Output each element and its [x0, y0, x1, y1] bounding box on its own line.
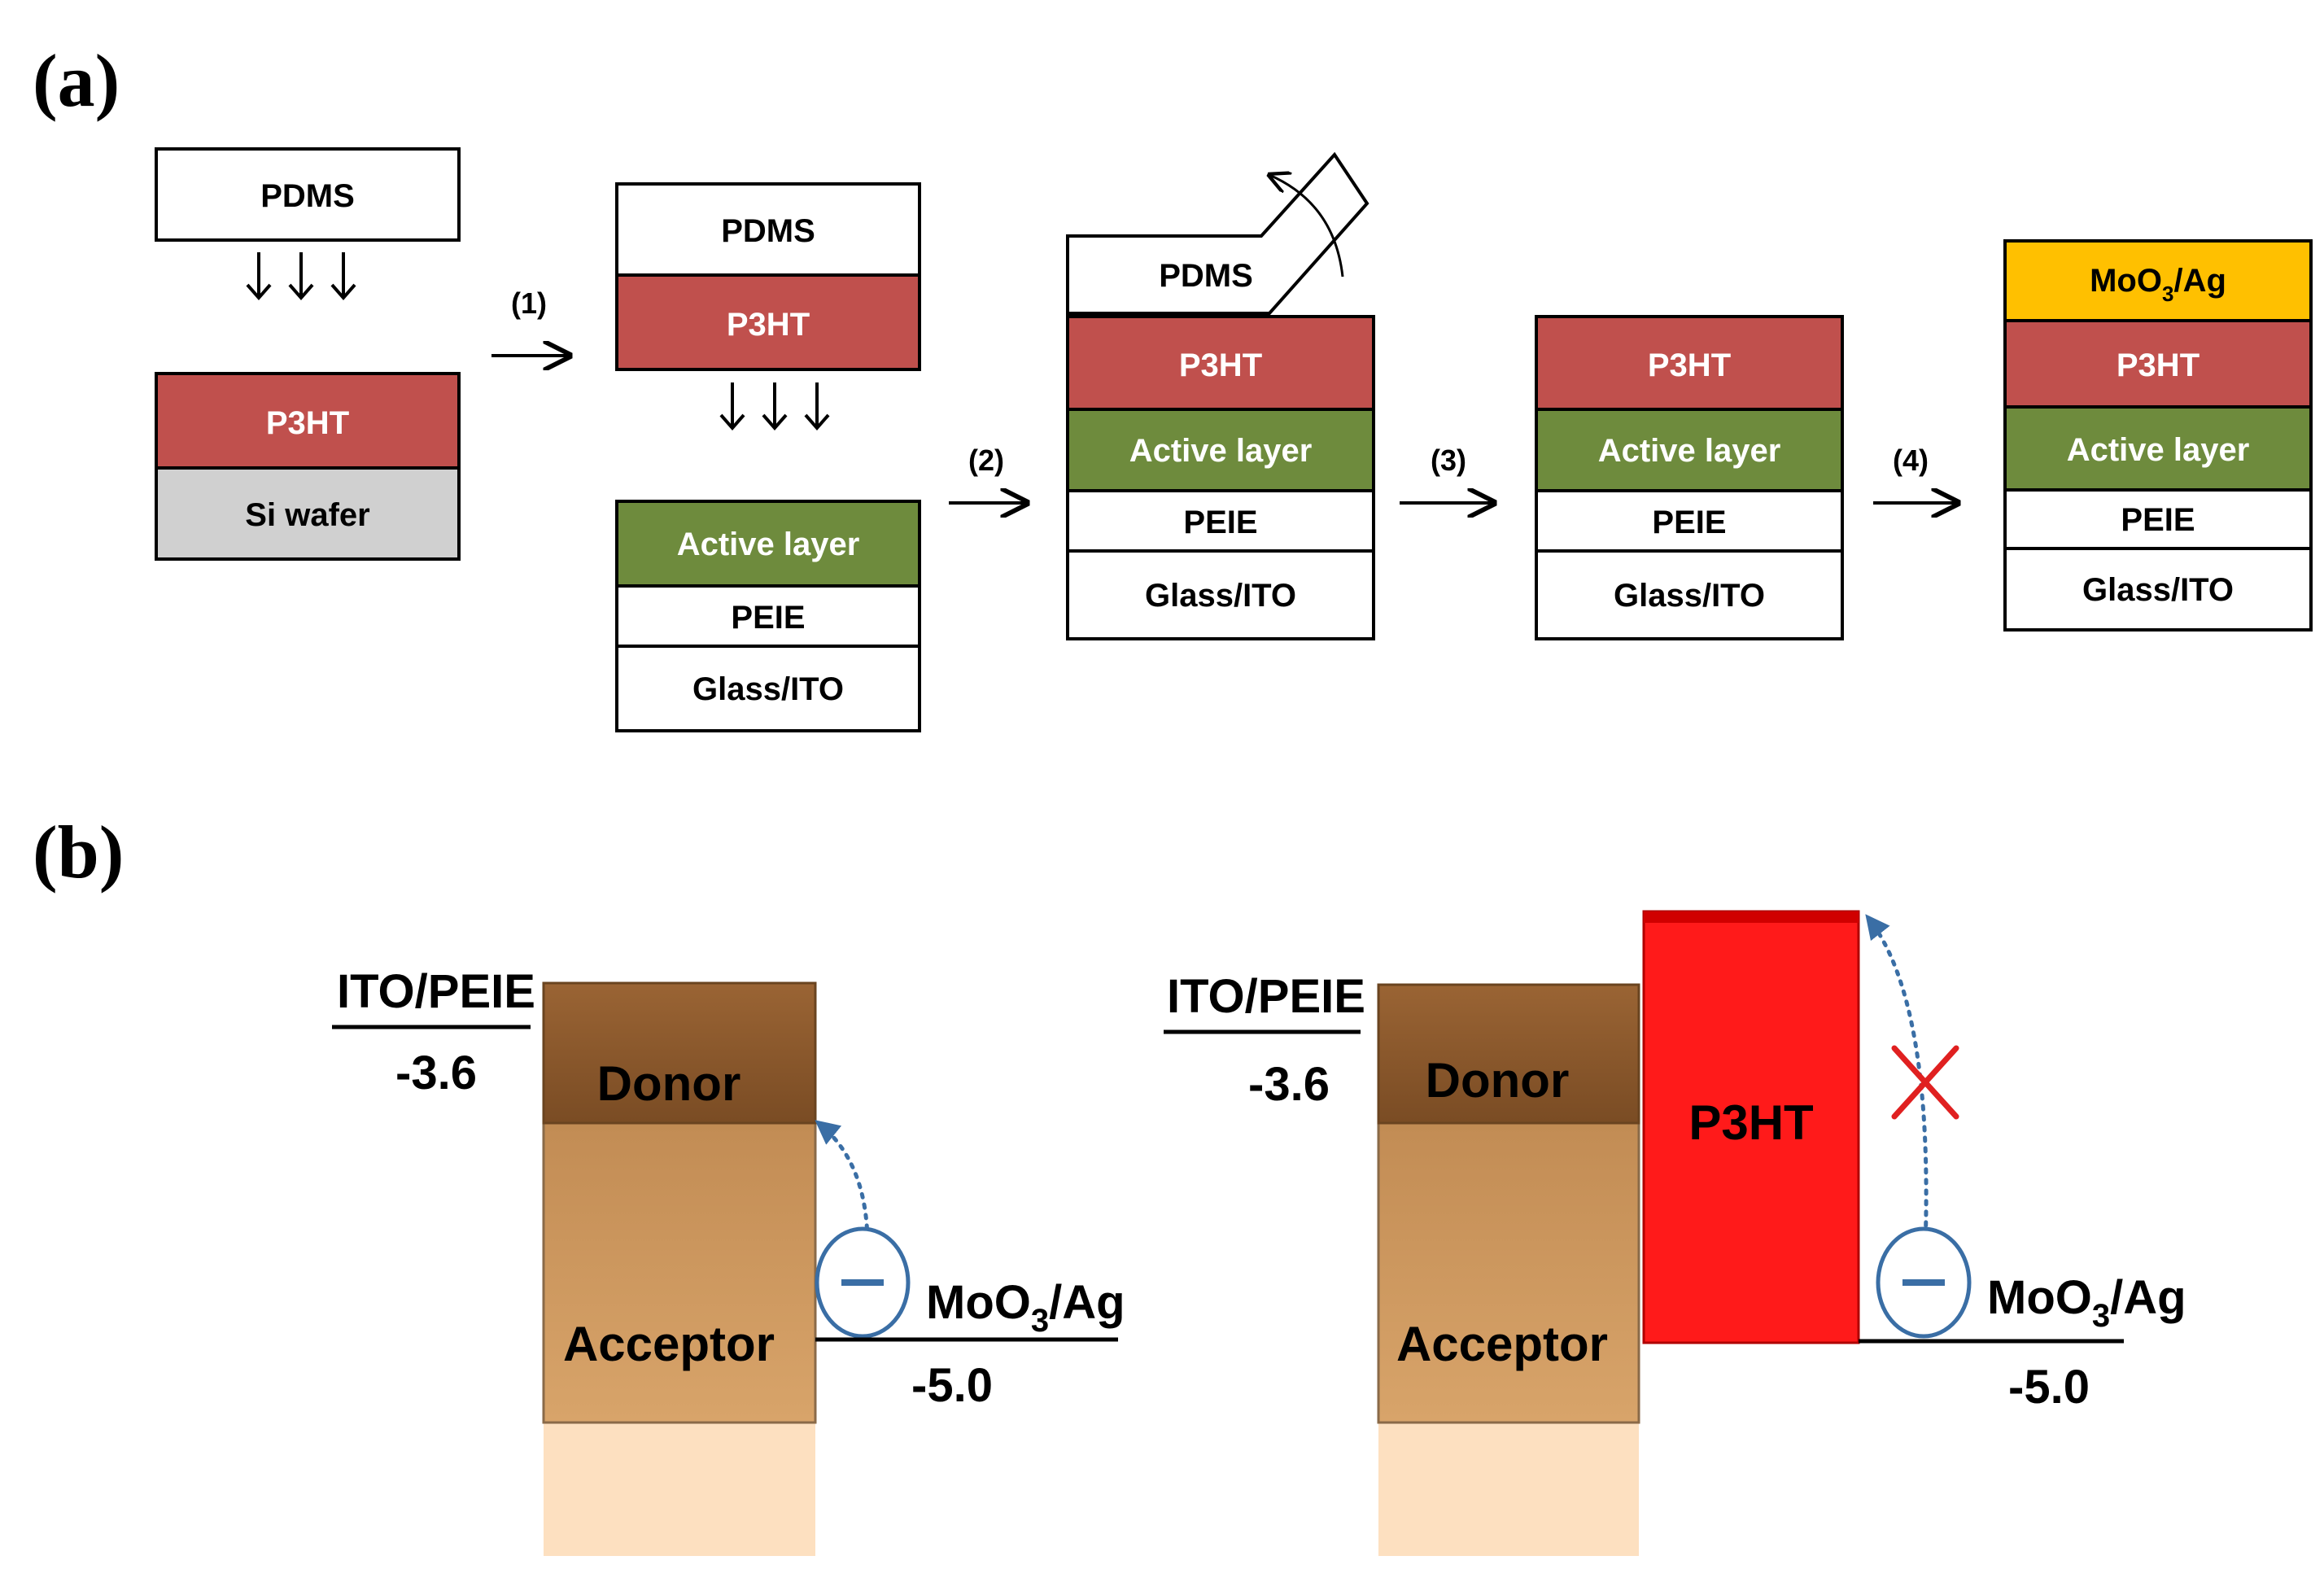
glass-ito-label: Glass/ITO [2082, 572, 2234, 608]
p3ht-film [2003, 319, 2313, 409]
anode-label: MoO3/Ag [1987, 1271, 2186, 1334]
anode-value: -5.0 [2008, 1361, 2090, 1414]
donor-band [542, 981, 817, 1125]
cathode-value: -3.6 [395, 1047, 477, 1099]
energy-diagram-right: ITO/PEIE -3.6 Acceptor Donor P3HT MoO3/A… [1164, 910, 2186, 1556]
panel-b-label: (b) [33, 811, 124, 894]
peie-layer [1066, 489, 1375, 553]
moo3-ag-label: MoO3/Ag [2090, 263, 2226, 306]
glass-ito-layer [1535, 549, 1844, 640]
acceptor-label: Acceptor [1396, 1317, 1608, 1371]
donor-label: Donor [1426, 1053, 1570, 1108]
p3ht-label: P3HT [727, 307, 810, 343]
cathode-value: -3.6 [1248, 1058, 1330, 1111]
anode-label: MoO3/Ag [926, 1276, 1125, 1339]
stage-1: PDMS P3HT Si wafer [155, 147, 461, 561]
cathode-label: ITO/PEIE [337, 965, 535, 1018]
step-3-label: (3) [1431, 444, 1466, 477]
peie-label: PEIE [1652, 505, 1726, 540]
active-layer-label: Active layer [1598, 433, 1781, 469]
step-arrow-3: (3) [1400, 444, 1494, 503]
p3ht-label: P3HT [1179, 347, 1262, 383]
p3ht-film [155, 372, 461, 470]
peie-label: PEIE [731, 600, 805, 636]
stage-3: PDMS P3HT Active layer PEIE Glass/ITO [1066, 151, 1375, 640]
p3ht-label: P3HT [1648, 347, 1731, 383]
acceptor-band-lower [1378, 1423, 1639, 1556]
anode-value: -5.0 [911, 1359, 993, 1412]
step-arrow-4: (4) [1873, 444, 1958, 503]
p3ht-label: P3HT [2116, 347, 2200, 383]
glass-ito-layer [615, 645, 921, 732]
peie-label: PEIE [1183, 505, 1257, 540]
energy-diagram-left: ITO/PEIE -3.6 Acceptor Donor MoO3/Ag -5.… [332, 965, 1125, 1556]
pdms-label: PDMS [260, 178, 355, 214]
stage-5: MoO3/Ag P3HT Active layer PEIE Glass/ITO [2003, 239, 2313, 632]
p3ht-label: P3HT [266, 405, 349, 441]
down-arrows [246, 252, 356, 301]
peie-layer [2003, 488, 2313, 550]
glass-ito-label: Glass/ITO [1145, 578, 1296, 614]
pdms-label: PDMS [721, 213, 815, 249]
active-layer [1535, 408, 1844, 492]
blocked-cross-icon [1891, 1045, 1959, 1120]
active-layer [1066, 408, 1375, 492]
p3ht-film [1066, 315, 1375, 411]
acceptor-band [1377, 1121, 1640, 1424]
si-wafer-label: Si wafer [245, 497, 369, 533]
pdms-label: PDMS [1159, 258, 1253, 294]
active-layer-label: Active layer [677, 527, 860, 562]
p3ht-film [615, 273, 921, 371]
step-4-label: (4) [1893, 444, 1929, 477]
donor-band [1377, 983, 1640, 1125]
peie-layer [1535, 489, 1844, 553]
glass-ito-label: Glass/ITO [1614, 578, 1765, 614]
electron-path [1865, 914, 1929, 1249]
stage-2: PDMS P3HT Active layer PEIE Glass/ITO [615, 182, 921, 732]
pdms-stamp [615, 182, 921, 277]
acceptor-band-lower [544, 1423, 815, 1556]
peel-arrow [1269, 175, 1344, 278]
peie-layer [615, 584, 921, 648]
donor-label: Donor [597, 1056, 741, 1111]
pdms-stamp [155, 147, 461, 242]
step-1-label: (1) [511, 286, 547, 320]
si-wafer [155, 466, 461, 561]
p3ht-band-label: P3HT [1688, 1095, 1813, 1150]
cathode-label: ITO/PEIE [1167, 970, 1365, 1023]
step-arrow-2: (2) [949, 444, 1027, 503]
step-2-label: (2) [968, 444, 1004, 477]
peie-label: PEIE [2121, 502, 2195, 538]
acceptor-band [542, 1121, 817, 1424]
moo3-ag-layer [2003, 239, 2313, 322]
active-layer-label: Active layer [1129, 433, 1313, 469]
pdms-stamp-peeling [1066, 151, 1370, 315]
active-layer-label: Active layer [2067, 432, 2250, 468]
acceptor-label: Acceptor [563, 1317, 775, 1371]
p3ht-film [1535, 315, 1844, 411]
p3ht-blocking-band [1642, 910, 1860, 1344]
down-arrows [719, 382, 830, 431]
glass-ito-layer [1066, 549, 1375, 640]
active-layer [2003, 405, 2313, 492]
glass-ito-label: Glass/ITO [692, 671, 844, 707]
panel-a-label: (a) [33, 39, 120, 122]
step-arrow-1: (1) [491, 286, 570, 356]
active-layer [615, 500, 921, 588]
p3ht-band-top-edge [1644, 911, 1859, 923]
glass-ito-layer [2003, 547, 2313, 632]
stage-4: P3HT Active layer PEIE Glass/ITO [1535, 315, 1844, 640]
